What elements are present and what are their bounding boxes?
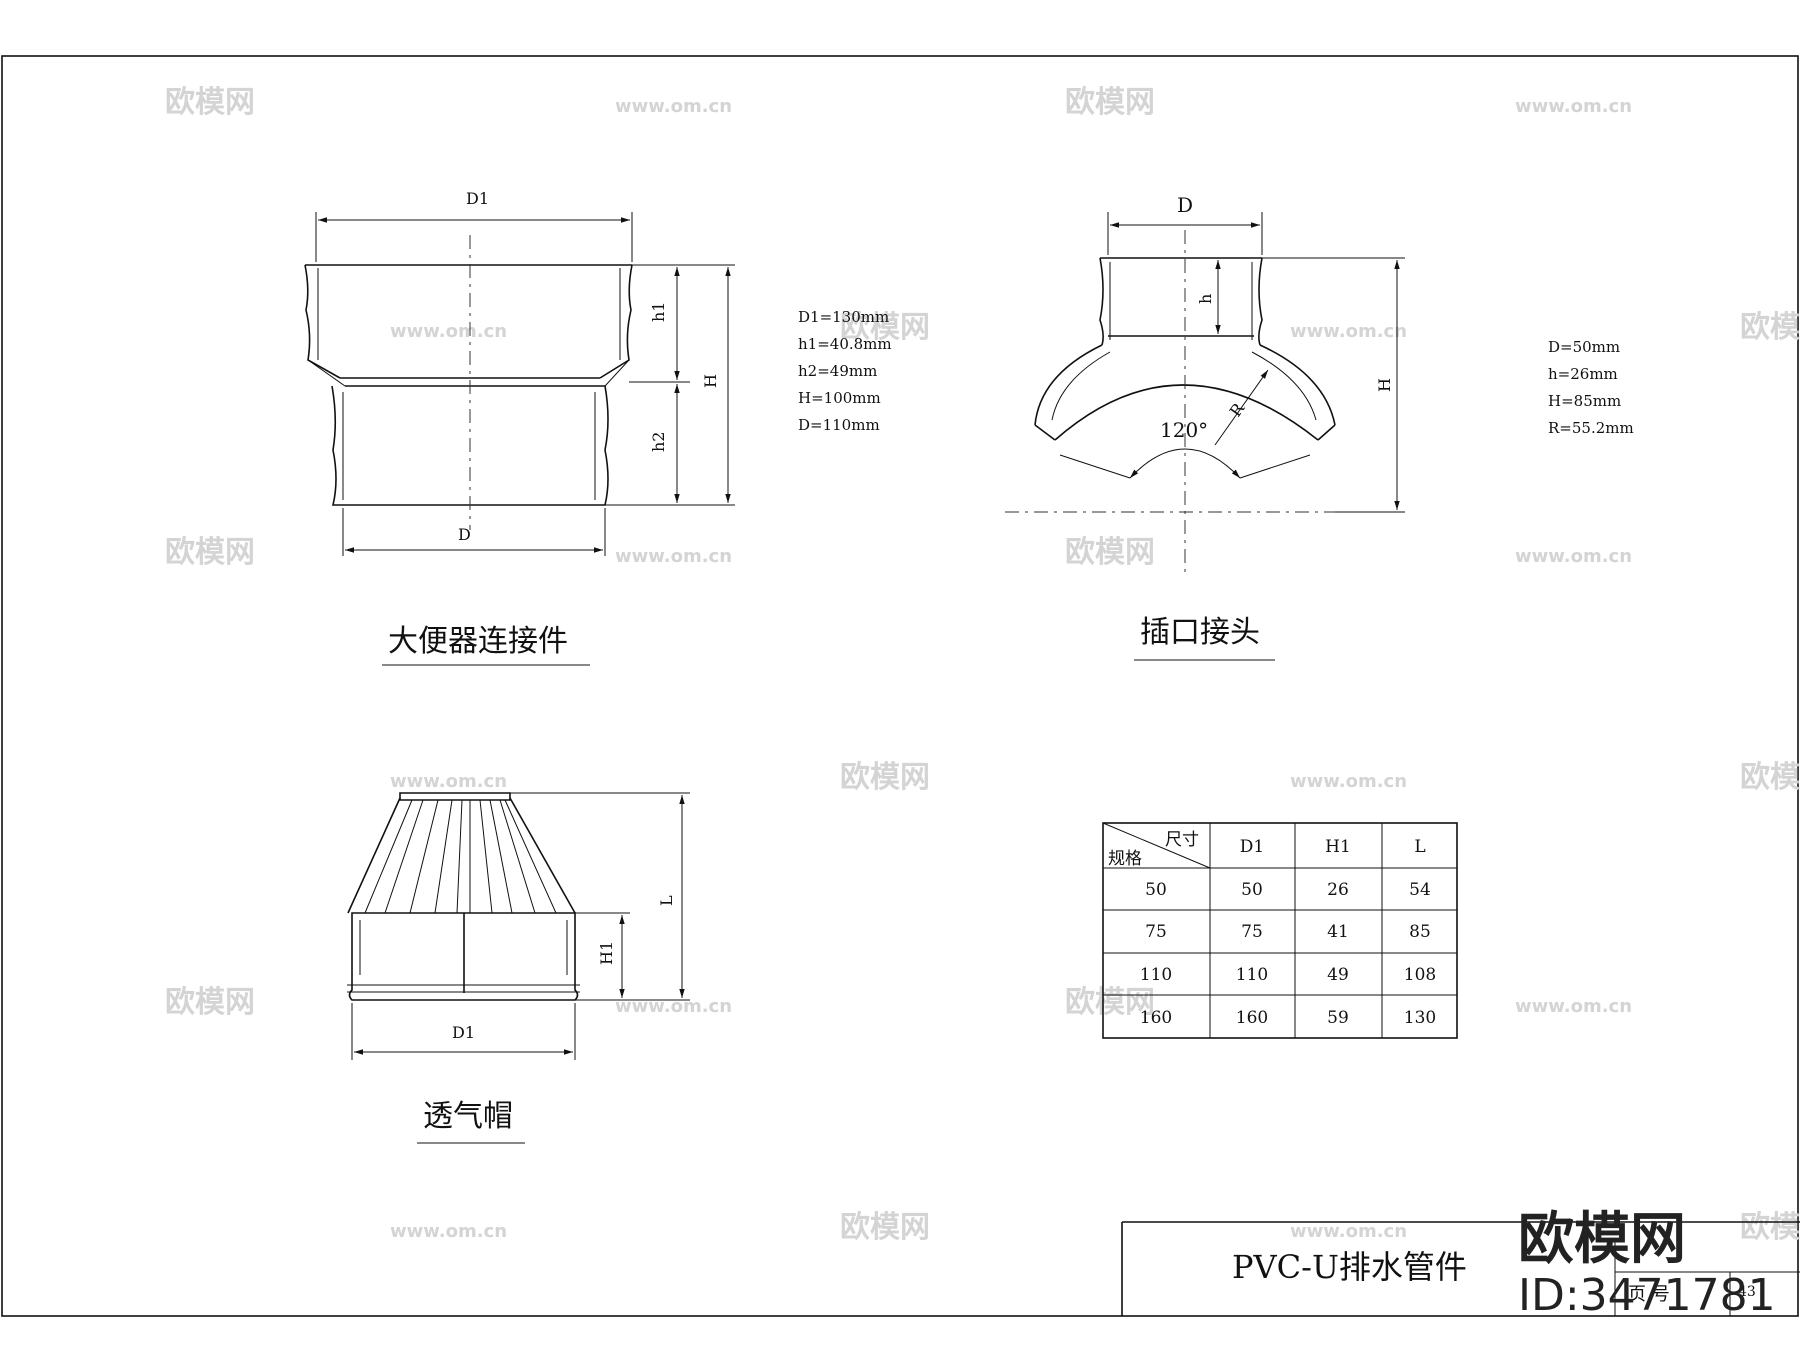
toilet-connector-param: h2=49mm bbox=[798, 362, 877, 380]
watermark-tile: www.om.cn bbox=[1515, 546, 1632, 567]
watermark-tile: 欧模网 bbox=[840, 1210, 930, 1245]
watermark-tile: 欧模网 bbox=[1740, 310, 1800, 345]
spec-table: 尺寸 规格 D1 H1 L 50 50 26 54 75 75 41 85 11… bbox=[1102, 822, 1458, 1039]
toilet-connector-caption: 大便器连接件 bbox=[388, 624, 568, 659]
page-number: 43 bbox=[1738, 1284, 1756, 1300]
dim-label-D: D bbox=[458, 525, 471, 544]
drawing-title: PVC-U排水管件 bbox=[1232, 1248, 1467, 1286]
watermark-tile: 欧模网 bbox=[165, 85, 255, 120]
watermark-tile: 欧模网 bbox=[165, 985, 255, 1020]
watermark-tile: www.om.cn bbox=[390, 771, 507, 792]
table-cell: 85 bbox=[1409, 922, 1431, 942]
table-cell: 160 bbox=[1140, 1008, 1172, 1028]
toilet-connector-param: D=110mm bbox=[798, 416, 880, 434]
table-cell: 75 bbox=[1145, 922, 1167, 942]
dim-label-h1: h1 bbox=[649, 302, 668, 322]
table-cell: 59 bbox=[1327, 1008, 1349, 1028]
watermark-tile: www.om.cn bbox=[615, 546, 732, 567]
dim-label-D: D bbox=[1177, 193, 1193, 217]
watermark-tile: www.om.cn bbox=[390, 321, 507, 342]
table-cell: 50 bbox=[1241, 880, 1263, 900]
table-cell: 41 bbox=[1327, 922, 1349, 942]
svg-text:欧模网: 欧模网 bbox=[1518, 1207, 1686, 1272]
table-cell: 130 bbox=[1404, 1008, 1436, 1028]
table-corner-top: 尺寸 bbox=[1165, 830, 1199, 850]
dim-label-h2: h2 bbox=[649, 432, 668, 452]
table-cell: 26 bbox=[1327, 880, 1349, 900]
table-header: D1 bbox=[1240, 837, 1264, 857]
watermark-tile: www.om.cn bbox=[1290, 1221, 1407, 1242]
watermark-tile: www.om.cn bbox=[1290, 321, 1407, 342]
watermark-tile: 欧模网 bbox=[840, 310, 930, 345]
toilet-connector-param: D1=130mm bbox=[798, 308, 889, 326]
toilet-connector-param: H=100mm bbox=[798, 389, 881, 407]
watermark-tile: www.om.cn bbox=[1290, 771, 1407, 792]
table-cell: 75 bbox=[1241, 922, 1263, 942]
dim-label-H: H bbox=[701, 374, 720, 388]
table-header: L bbox=[1414, 837, 1425, 857]
dim-label-D1: D1 bbox=[452, 1023, 475, 1042]
watermark-tile: 欧模网 bbox=[165, 535, 255, 570]
watermark-tile: www.om.cn bbox=[1515, 996, 1632, 1017]
watermark-tile: www.om.cn bbox=[615, 996, 732, 1017]
table-cell: 49 bbox=[1327, 965, 1349, 985]
dim-label-angle: 120° bbox=[1160, 418, 1208, 442]
brand-watermark-logo: 欧模网 ID:3471781 bbox=[1518, 1207, 1776, 1321]
table-corner-bottom: 规格 bbox=[1108, 849, 1142, 869]
socket-joint-param: R=55.2mm bbox=[1548, 419, 1634, 437]
watermark-tile: www.om.cn bbox=[1515, 96, 1632, 117]
table-cell: 110 bbox=[1140, 965, 1172, 985]
socket-joint-param: h=26mm bbox=[1548, 365, 1618, 383]
dim-label-L: L bbox=[657, 895, 676, 906]
table-cell: 54 bbox=[1409, 880, 1431, 900]
socket-joint-param: H=85mm bbox=[1548, 392, 1621, 410]
toilet-connector-drawing: D1 D h1 h2 H D1=130mm h1=40.8mm h2=49mm … bbox=[304, 189, 892, 666]
table-header: H1 bbox=[1325, 837, 1351, 857]
dim-label-H1: H1 bbox=[597, 941, 616, 965]
dim-label-H: H bbox=[1375, 378, 1394, 392]
vent-cap-drawing: L H1 D1 透气帽 bbox=[347, 792, 690, 1144]
title-block: PVC-U排水管件 页 号 43 bbox=[1121, 1221, 1800, 1316]
page-label: 页 号 bbox=[1628, 1284, 1670, 1305]
toilet-connector-param: h1=40.8mm bbox=[798, 335, 892, 353]
socket-joint-drawing: 120° R D h H D=50mm h=26mm H=85mm R=55.2… bbox=[1005, 193, 1634, 661]
socket-joint-caption: 插口接头 bbox=[1140, 615, 1260, 650]
watermark-layer: 欧模网 www.om.cn 欧模网 www.om.cn www.om.cn 欧模网 www.… bbox=[165, 85, 1800, 1245]
socket-joint-param: D=50mm bbox=[1548, 338, 1620, 356]
table-cell: 160 bbox=[1236, 1008, 1268, 1028]
sheet-border bbox=[1, 55, 1799, 1317]
watermark-tile: 欧模网 bbox=[840, 760, 930, 795]
dim-label-D1: D1 bbox=[466, 189, 489, 208]
table-cell: 108 bbox=[1404, 965, 1436, 985]
watermark-tile: 欧模网 bbox=[1065, 985, 1155, 1020]
table-cell: 50 bbox=[1145, 880, 1167, 900]
watermark-tile: www.om.cn bbox=[615, 96, 732, 117]
vent-cap-caption: 透气帽 bbox=[423, 1099, 513, 1134]
watermark-tile: www.om.cn bbox=[390, 1221, 507, 1242]
watermark-tile: 欧模网 bbox=[1065, 85, 1155, 120]
svg-text:ID:3471781: ID:3471781 bbox=[1518, 1270, 1776, 1321]
watermark-tile: 欧模网 bbox=[1065, 535, 1155, 570]
table-cell: 110 bbox=[1236, 965, 1268, 985]
watermark-tile: 欧模网 bbox=[1740, 760, 1800, 795]
watermark-tile: 欧模网 bbox=[1740, 1210, 1800, 1245]
dim-label-h: h bbox=[1196, 294, 1215, 304]
